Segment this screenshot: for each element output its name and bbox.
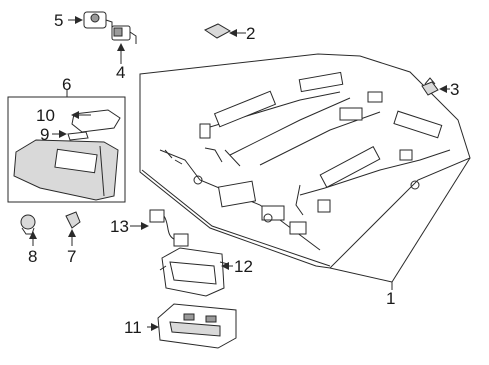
callout-9: 9 [40, 125, 49, 144]
callout-10: 10 [36, 106, 55, 125]
visor-pin-part [67, 131, 89, 141]
callout-8: 8 [28, 247, 37, 266]
callout-12: 12 [234, 257, 253, 276]
callout-3: 3 [450, 80, 459, 99]
callout-1: 1 [386, 289, 395, 308]
holder-part [20, 214, 36, 235]
visor-group-box [7, 96, 126, 203]
pad-part [203, 23, 232, 39]
callout-labels: 1 2 3 4 5 6 7 8 9 10 11 12 13 [28, 11, 459, 337]
callout-6: 6 [62, 75, 71, 94]
bracket-part [159, 247, 229, 297]
connector-part [111, 25, 137, 44]
map-lamp-part [157, 303, 237, 349]
callout-7: 7 [67, 247, 76, 266]
clip-part [421, 77, 439, 96]
leader-lines [29, 16, 471, 331]
wire-harness-part [149, 209, 189, 247]
switch-part [83, 11, 113, 29]
callout-5: 5 [54, 11, 63, 30]
callout-4: 4 [116, 63, 125, 82]
callout-2: 2 [246, 24, 255, 43]
mirror-cover-part [71, 109, 121, 133]
callout-11: 11 [124, 318, 142, 337]
callout-13: 13 [110, 217, 129, 236]
headliner-panel [139, 53, 471, 269]
hook-part [65, 211, 81, 229]
